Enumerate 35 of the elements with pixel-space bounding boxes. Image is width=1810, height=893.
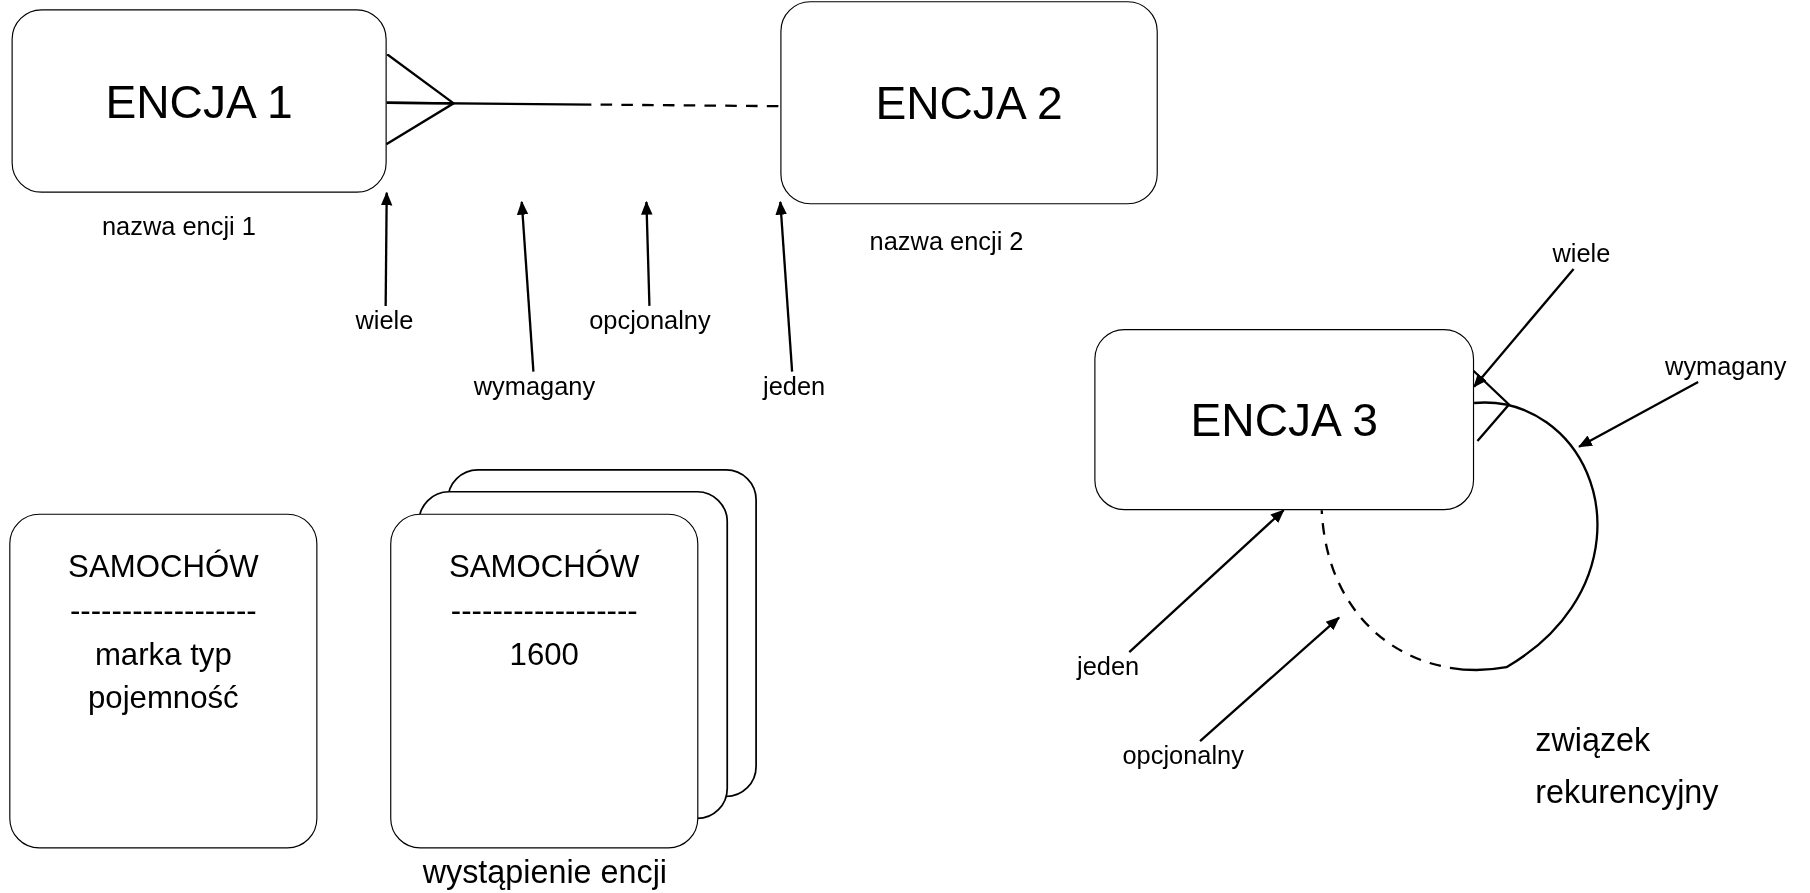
annotation-label: jeden: [1077, 652, 1140, 683]
leader-arrow: [641, 200, 653, 306]
entity-box: [11, 9, 387, 193]
entity-card: [9, 513, 318, 849]
entity-name: ENCJA 1: [105, 74, 293, 129]
annotation-label: wymagany: [473, 371, 596, 402]
entity-name: SAMOCHÓW: [68, 548, 259, 587]
entity-name: ENCJA 2: [875, 76, 1063, 131]
entity-card: [390, 513, 699, 849]
annotation-label: jeden: [763, 371, 826, 402]
attribute-list: 1600: [419, 634, 669, 677]
entity-box: [780, 1, 1158, 205]
annotation-label: opcjonalny: [589, 305, 711, 336]
divider-text: ------------------: [450, 596, 638, 625]
divider-text: ------------------: [69, 596, 257, 625]
leader-arrow: [380, 191, 393, 306]
leader-arrow: [516, 200, 535, 372]
entity-name: SAMOCHÓW: [449, 548, 640, 587]
entity-name: ENCJA 3: [1190, 393, 1378, 447]
leader-arrow: [775, 200, 794, 372]
node-label: nazwa encji 2: [869, 227, 1024, 258]
leader-arrow: [1128, 509, 1285, 654]
annotation-label: wymagany: [1665, 352, 1787, 383]
relationship-line: [385, 53, 781, 146]
leader-arrow: [1578, 381, 1699, 448]
annotation-label: opcjonalny: [1122, 741, 1244, 772]
annotation-label: wiele: [1552, 238, 1611, 269]
node-label: wystąpienie encji: [422, 854, 667, 892]
entity-box: [1094, 329, 1475, 511]
attribute-list: marka typ pojemność: [38, 634, 288, 719]
leader-arrow: [1199, 616, 1340, 742]
note-text: związek rekurencyjny: [1535, 721, 1720, 813]
annotation-label: wiele: [355, 305, 414, 336]
leader-arrow: [1473, 268, 1575, 388]
node-label: nazwa encji 1: [102, 212, 256, 243]
